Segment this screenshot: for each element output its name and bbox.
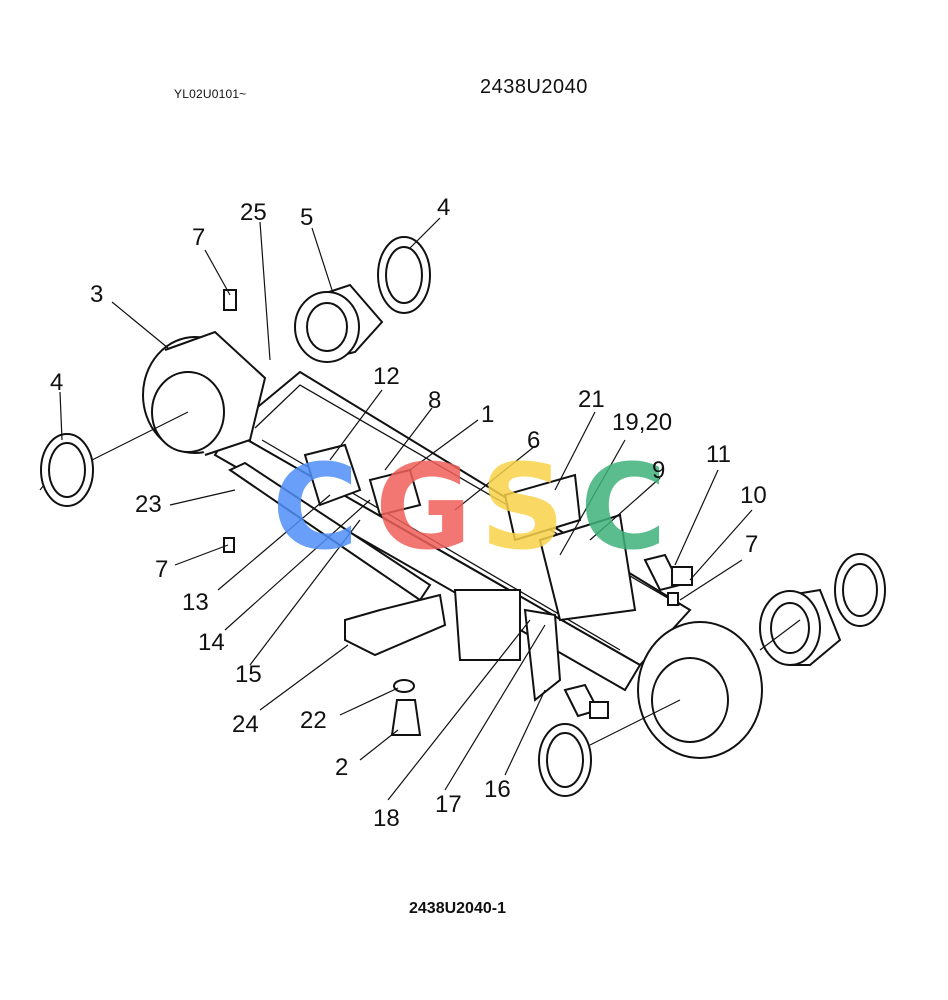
- callout-15: 15: [235, 661, 262, 688]
- callout-12: 12: [373, 363, 400, 390]
- leader-lines: [39, 217, 801, 801]
- callout-23: 23: [135, 491, 162, 518]
- bushing-right: [759, 588, 842, 666]
- grease-nipple: [223, 537, 235, 553]
- callout-7: 7: [155, 556, 168, 583]
- callout-labels: 1 2 3 4 4 5 6 7 7 7 8 9 10 11 12 13 14 1…: [50, 194, 767, 832]
- callout-11: 11: [706, 441, 731, 468]
- callout-25: 25: [240, 199, 267, 226]
- callout-7: 7: [745, 531, 758, 558]
- callout-4: 4: [437, 194, 450, 221]
- callout-3: 3: [90, 281, 103, 308]
- serial-range-label: YL02U0101~: [174, 87, 247, 101]
- callout-18: 18: [373, 805, 400, 832]
- seal-ring-right-lower: [538, 723, 592, 797]
- callout-9: 9: [652, 457, 665, 484]
- grease-nipple: [667, 592, 679, 606]
- watermark-letter-g: G: [375, 438, 472, 576]
- callout-2: 2: [335, 754, 348, 781]
- grease-nipple: [223, 289, 237, 311]
- watermark-letter-c: C: [580, 438, 667, 576]
- cgsc-watermark: C G S C: [272, 438, 667, 576]
- seal-ring-left: [40, 433, 94, 507]
- callout-5: 5: [300, 204, 313, 231]
- callout-7: 7: [192, 224, 205, 251]
- watermark-letter-c: C: [272, 438, 359, 576]
- seal-ring-right-upper: [834, 553, 886, 627]
- callout-13: 13: [182, 589, 209, 616]
- callout-17: 17: [435, 791, 462, 818]
- callout-8: 8: [428, 387, 441, 414]
- link-arm: [227, 461, 432, 602]
- callout-6: 6: [527, 427, 540, 454]
- watermark-letter-s: S: [480, 438, 565, 576]
- callout-21: 21: [578, 386, 605, 413]
- axle-beam-assembly: [142, 289, 763, 759]
- callout-10: 10: [740, 482, 767, 509]
- callout-24: 24: [232, 711, 259, 738]
- figure-id-label: 2438U2040-1: [409, 900, 506, 917]
- seal-ring-top: [377, 236, 431, 314]
- part-number-title: 2438U2040: [480, 76, 588, 98]
- callout-1: 1: [481, 401, 494, 428]
- callout-16: 16: [484, 776, 511, 803]
- callout-4: 4: [50, 369, 63, 396]
- bushing-top: [294, 283, 384, 363]
- callout-14: 14: [198, 629, 225, 656]
- callout-22: 22: [300, 707, 327, 734]
- callout-19-20: 19,20: [612, 409, 672, 436]
